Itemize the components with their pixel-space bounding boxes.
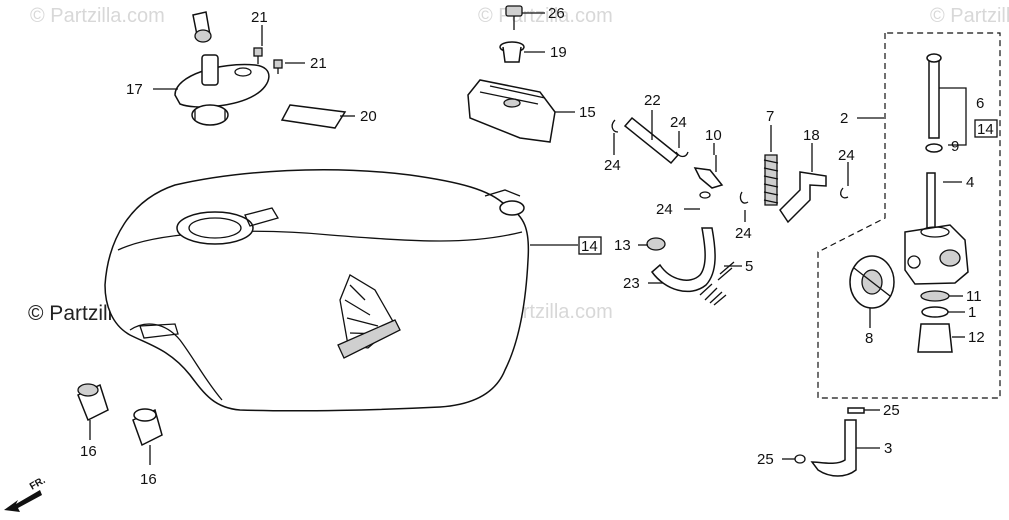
clip-24-ring[interactable] [699,191,711,199]
watermark-top-right: © Partzilla.com [930,5,1009,27]
callout-22: 22 [644,92,661,109]
callout-21-b: 21 [310,55,327,72]
fuel-tube-23[interactable] [650,227,716,293]
callout-3: 3 [884,440,892,457]
clip-24-c[interactable] [739,191,749,204]
clip-24-b[interactable] [675,151,689,158]
leader-lines [89,12,967,465]
joint-10[interactable] [693,155,724,189]
screw-21-lower[interactable] [273,59,283,74]
callout-8: 8 [865,330,873,347]
fuel-tank[interactable] [104,169,530,412]
callout-25-a: 25 [883,402,900,419]
screw-21-upper[interactable] [253,47,263,64]
clip-25-b[interactable] [794,454,806,464]
callout-14-b: 14 [581,238,598,255]
callout-16-b: 16 [140,471,157,488]
lever-8[interactable] [849,255,895,309]
callout-12: 12 [968,329,985,346]
callout-6: 6 [976,95,984,112]
callout-26: 26 [548,5,565,22]
callout-10: 10 [705,127,722,144]
callout-14-a: 14 [977,121,994,138]
bolt-26[interactable] [505,5,523,30]
callout-24-e: 24 [735,225,752,242]
callout-1: 1 [968,304,976,321]
cup-12[interactable] [917,323,953,353]
clamp-13[interactable] [646,237,666,251]
callout-23: 23 [623,275,640,292]
emblem-sticker[interactable] [280,104,347,129]
fuel-valve-assembly-box [817,32,1001,399]
wing-emblem [337,274,401,359]
callout-11: 11 [966,288,982,305]
callout-19: 19 [550,44,567,61]
watermark-top-left: © Partzilla.com [30,5,165,27]
callout-16-a: 16 [80,443,97,460]
callout-15: 15 [579,104,596,121]
callout-24-a: 24 [670,114,687,131]
callout-9: 9 [951,138,959,155]
rubber-cushion-16-a[interactable] [77,383,109,422]
callout-24-d: 24 [656,201,673,218]
callout-18: 18 [803,127,820,144]
oring-1[interactable] [921,306,949,318]
callout-4: 4 [966,174,974,191]
clip-24-a[interactable] [611,119,619,133]
callout-7: 7 [766,108,774,125]
collar-19[interactable] [499,41,525,63]
callout-17: 17 [126,81,143,98]
callout-24-c: 24 [838,147,855,164]
callout-25-b: 25 [757,451,774,468]
callout-5: 5 [745,258,753,275]
callout-13: 13 [614,237,631,254]
fuel-valve-body[interactable] [904,224,969,285]
fuel-tube-3[interactable] [810,419,857,477]
fuel-cap-assembly[interactable] [174,11,270,126]
callout-box-14-b [578,236,602,255]
callout-2: 2 [840,110,848,127]
callout-21-a: 21 [251,9,268,26]
callout-box-14-a [974,119,998,138]
rod-6[interactable] [926,53,942,139]
rubber-cushion-16-b[interactable] [132,408,163,447]
clip-25-a[interactable] [847,407,865,414]
callout-20: 20 [360,108,377,125]
oring-9[interactable] [925,143,943,153]
strainer-pipe-4[interactable] [926,172,936,229]
tube-18[interactable] [779,171,827,224]
front-label: FR. [28,475,48,493]
callout-24-b: 24 [604,157,621,174]
front-direction-arrow: FR. [4,475,48,512]
watermark-top-center: © Partzilla.com [478,5,613,27]
rubber-cushion-15[interactable] [467,79,556,143]
gasket-11[interactable] [920,290,950,302]
clip-24-d[interactable] [840,187,849,199]
spring-7[interactable] [763,154,779,206]
spring-5[interactable] [699,261,735,306]
